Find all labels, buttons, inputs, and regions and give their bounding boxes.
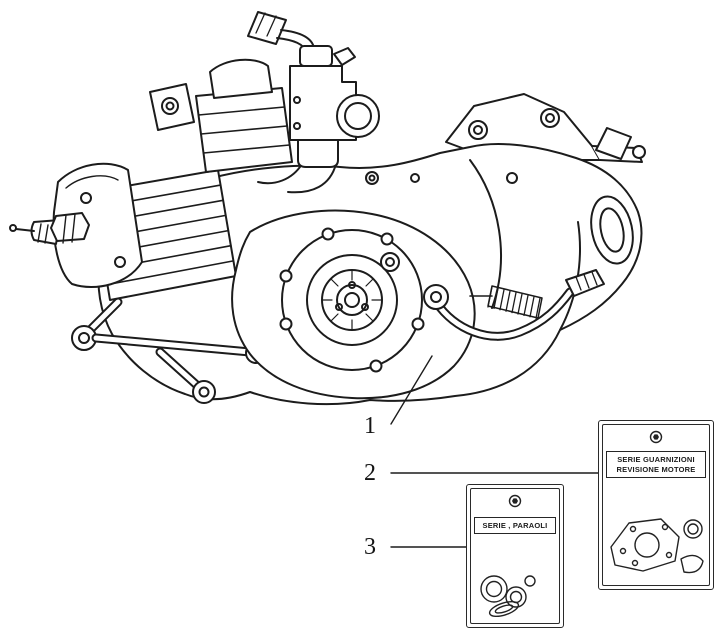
packet-inner-border [602, 424, 710, 586]
cylinder-head-art [52, 162, 237, 301]
gasket-kit-label-line2: REVISIONE MOTORE [616, 464, 696, 474]
cylinder-top-art [149, 58, 293, 173]
gasket-art [610, 518, 704, 574]
callout-2-label: 2 [364, 460, 376, 486]
callout-1-label: 1 [364, 413, 376, 439]
seal-kit-label: SERIE , PARAOLI [474, 517, 556, 535]
seal-kit-label-line1: SERIE , PARAOLI [482, 520, 548, 530]
seal-art [480, 575, 536, 618]
seal-kit-packet: SERIE , PARAOLI [466, 484, 564, 628]
leader-lines [390, 355, 599, 548]
eyelet-icon [649, 430, 663, 444]
callout-3-label: 3 [364, 534, 376, 560]
spark-plug-art [9, 212, 90, 245]
packet-inner-border [470, 488, 560, 624]
carburetor-art [247, 11, 380, 194]
eyelet-icon [508, 494, 522, 508]
gasket-kit-packet: SERIE GUARNIZIONI REVISIONE MOTORE [598, 420, 714, 590]
leader-line-1 [390, 355, 433, 425]
gasket-kit-label: SERIE GUARNIZIONI REVISIONE MOTORE [606, 451, 706, 479]
gasket-kit-label-line1: SERIE GUARNIZIONI [617, 454, 695, 464]
kick-starter-art [423, 269, 605, 341]
transmission-cover-art [231, 209, 476, 400]
engine-bracket-art [71, 297, 267, 404]
engine-mount-art [445, 93, 646, 163]
